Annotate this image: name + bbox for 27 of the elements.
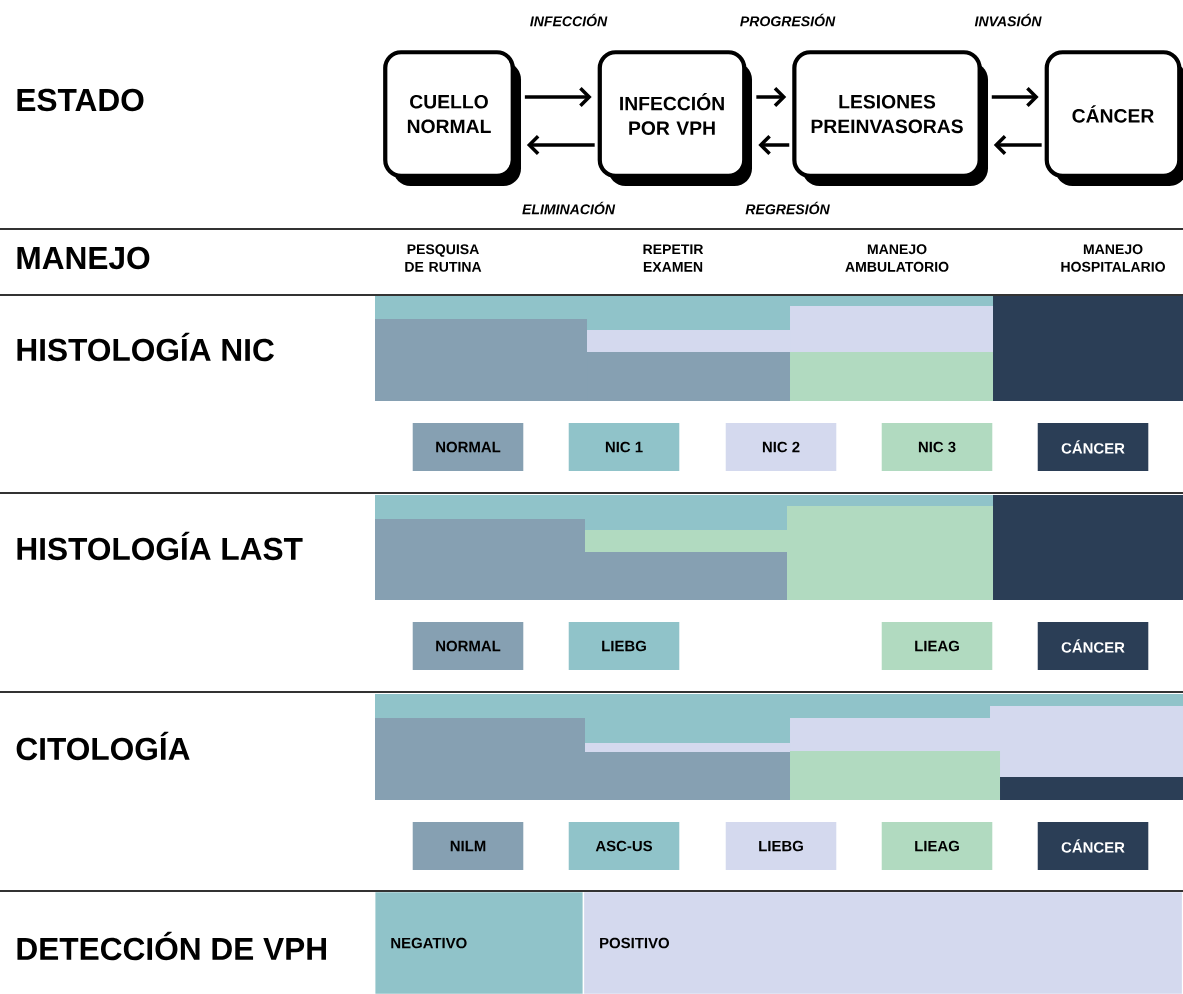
management-label: REPETIR EXAMEN — [643, 244, 704, 272]
edge-label: REGRESIÓN — [745, 201, 830, 215]
edge-label: PROGRESIÓN — [740, 13, 836, 27]
edge-label: INVASIÓN — [974, 13, 1042, 27]
row-heading: MANEJO — [17, 246, 150, 270]
edge-label: INFECCIÓN — [530, 13, 608, 27]
arrow — [991, 86, 1039, 108]
result-band: NEGATIVO — [375, 892, 583, 994]
management-label: MANEJO AMBULATORIO — [845, 244, 949, 272]
row-heading: ESTADO — [17, 88, 144, 112]
arrow — [756, 86, 787, 108]
row-heading: HISTOLOGÍA LAST — [17, 531, 303, 561]
row-heading: HISTOLOGÍA NIC — [17, 332, 274, 362]
arrow — [524, 86, 592, 108]
state-box: INFECCIÓN POR VPH — [597, 50, 752, 186]
arrow — [526, 134, 595, 156]
state-box: CÁNCER — [1044, 50, 1183, 186]
arrow — [758, 134, 790, 156]
state-box: CUELLO NORMAL — [383, 50, 521, 186]
management-label: PESQUISA DE RUTINA — [405, 244, 482, 272]
result-band: POSITIVO — [584, 892, 1182, 994]
arrow — [993, 134, 1042, 156]
row-heading: DETECCIÓN DE VPH — [17, 931, 326, 961]
management-label: MANEJO HOSPITALARIO — [1061, 244, 1165, 272]
edge-label: ELIMINACIÓN — [522, 201, 616, 215]
state-box: LESIONES PREINVASORAS — [792, 50, 988, 186]
row-heading: CITOLOGÍA — [16, 731, 190, 761]
